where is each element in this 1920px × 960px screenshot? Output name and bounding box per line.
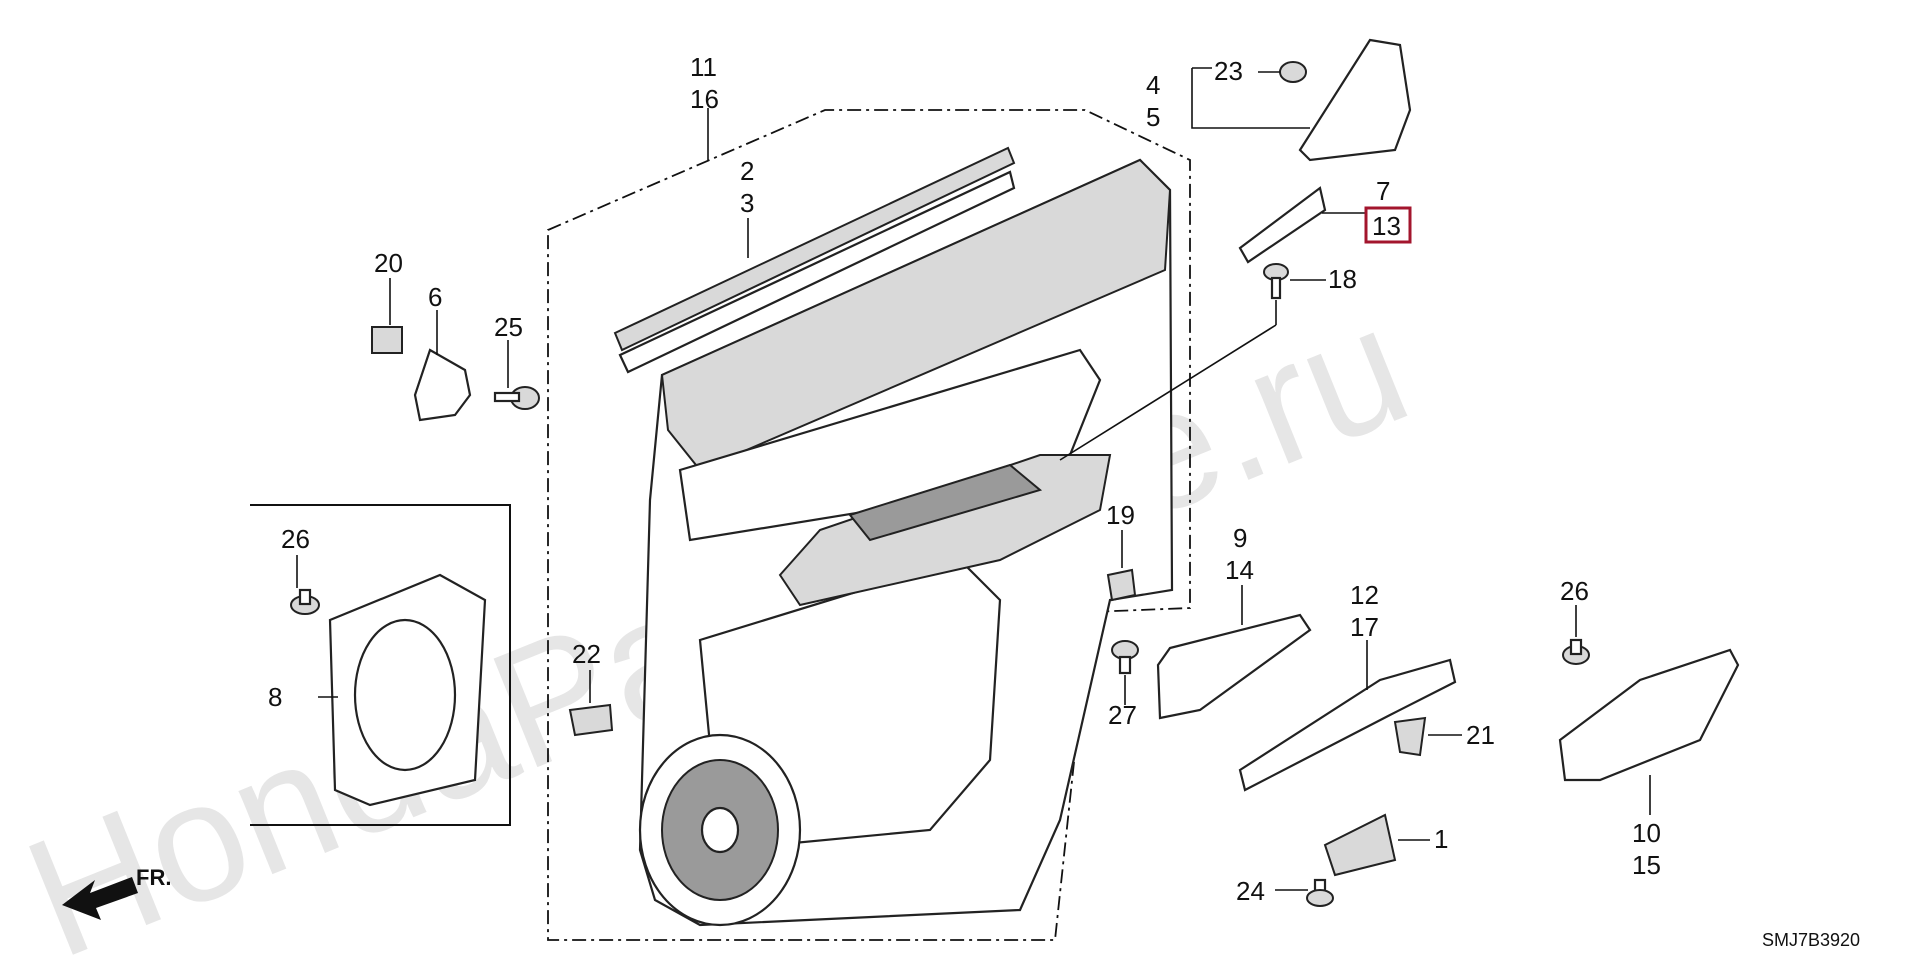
clip-19 — [1106, 568, 1137, 602]
callout-20[interactable]: 20 — [374, 248, 403, 278]
callout-24[interactable]: 24 — [1236, 876, 1265, 906]
power-window-switch-panel[interactable] — [1156, 613, 1312, 720]
screw-25 — [493, 386, 540, 410]
screw-24 — [1306, 878, 1334, 907]
callout-11[interactable]: 11 — [690, 52, 717, 82]
callout-21[interactable]: 21 — [1466, 720, 1495, 750]
speaker-grille-ring-8[interactable] — [328, 573, 487, 807]
callout-16[interactable]: 16 — [690, 84, 719, 114]
callout-5[interactable]: 5 — [1146, 102, 1160, 132]
nut-20 — [371, 326, 403, 354]
front-direction-arrow-icon — [62, 877, 138, 920]
callout-19[interactable]: 19 — [1106, 500, 1135, 530]
callout-13-highlight-box — [1364, 206, 1412, 244]
bracket-6[interactable] — [413, 348, 472, 422]
callout-14[interactable]: 14 — [1225, 555, 1254, 585]
screw-18 — [1263, 263, 1289, 300]
screw-26-left — [290, 588, 320, 615]
callout-1[interactable]: 1 — [1434, 824, 1448, 854]
diagram-code: SMJ7B3920 — [1762, 930, 1860, 950]
window-switch-1[interactable] — [1323, 813, 1397, 877]
clip-22 — [568, 703, 614, 737]
callout-17[interactable]: 17 — [1350, 612, 1379, 642]
callout-25[interactable]: 25 — [494, 312, 523, 342]
callout-6[interactable]: 6 — [428, 282, 442, 312]
inner-handle-escutcheon[interactable] — [1238, 186, 1327, 264]
callout-12[interactable]: 12 — [1350, 580, 1379, 610]
callout-3[interactable]: 3 — [740, 188, 754, 218]
callout-13[interactable]: 13 — [1372, 211, 1401, 241]
callout-labels: 11 16 2 3 4 5 23 7 13 18 20 6 25 26 8 19… — [136, 52, 1860, 950]
screw-26-right — [1562, 638, 1590, 665]
assembly-outline — [547, 109, 1191, 941]
callout-8[interactable]: 8 — [268, 682, 282, 712]
callout-2[interactable]: 2 — [740, 156, 754, 186]
callout-4[interactable]: 4 — [1146, 70, 1160, 100]
callout-26-right[interactable]: 26 — [1560, 576, 1589, 606]
front-direction-label: FR. — [136, 865, 171, 890]
callout-18[interactable]: 18 — [1328, 264, 1357, 294]
window-garnish-strip[interactable] — [613, 146, 1016, 374]
callout-15[interactable]: 15 — [1632, 850, 1661, 880]
lining-speaker-grille — [638, 733, 802, 927]
callout-23[interactable]: 23 — [1214, 56, 1243, 86]
callout-9[interactable]: 9 — [1233, 523, 1247, 553]
leader-lines — [296, 67, 1651, 891]
screw-27 — [1111, 640, 1139, 675]
armrest-pocket-cover[interactable] — [1558, 648, 1740, 782]
sub-assembly-frame — [250, 504, 511, 826]
callout-27[interactable]: 27 — [1108, 700, 1137, 730]
clip-21 — [1393, 716, 1427, 757]
armrest-pull-pocket[interactable] — [778, 454, 1112, 607]
armrest-trim-panel[interactable] — [1238, 658, 1457, 792]
screw-cap-23 — [1279, 61, 1307, 83]
callout-26-left[interactable]: 26 — [281, 524, 310, 554]
callout-22[interactable]: 22 — [572, 639, 601, 669]
callout-7[interactable]: 7 — [1376, 176, 1390, 206]
handle-cover-cap[interactable] — [1298, 38, 1412, 162]
callout-10[interactable]: 10 — [1632, 818, 1661, 848]
